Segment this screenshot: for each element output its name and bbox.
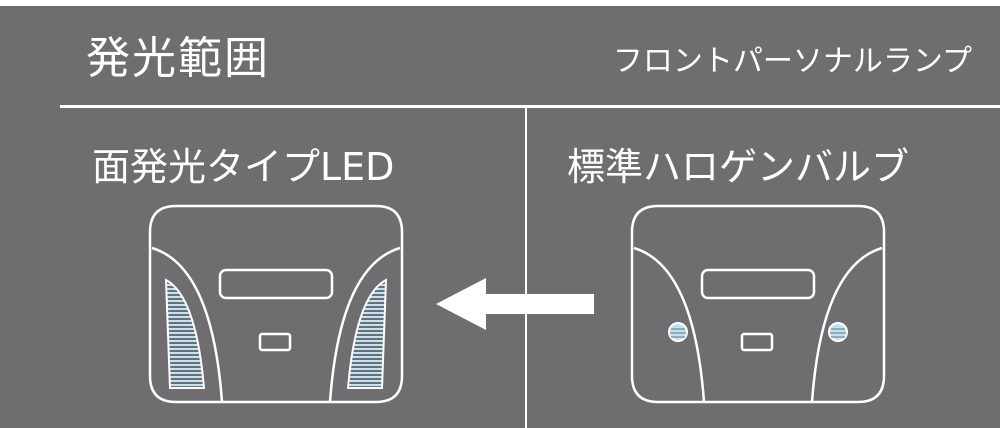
header-divider — [60, 105, 1000, 108]
arrow-left-icon — [436, 278, 594, 330]
halogen-label: 標準ハロゲンバルブ — [567, 145, 910, 189]
diagram-panel: 発光範囲 フロントパーソナルランプ 面発光タイプLED 標準ハロゲンバルブ — [0, 6, 1000, 428]
page-title: 発光範囲 — [86, 33, 270, 84]
led-lamp-icon — [148, 204, 404, 404]
halogen-lamp-icon — [630, 204, 886, 404]
page-subtitle: フロントパーソナルランプ — [612, 44, 972, 79]
column-divider — [525, 107, 527, 428]
led-label: 面発光タイプLED — [92, 145, 395, 189]
